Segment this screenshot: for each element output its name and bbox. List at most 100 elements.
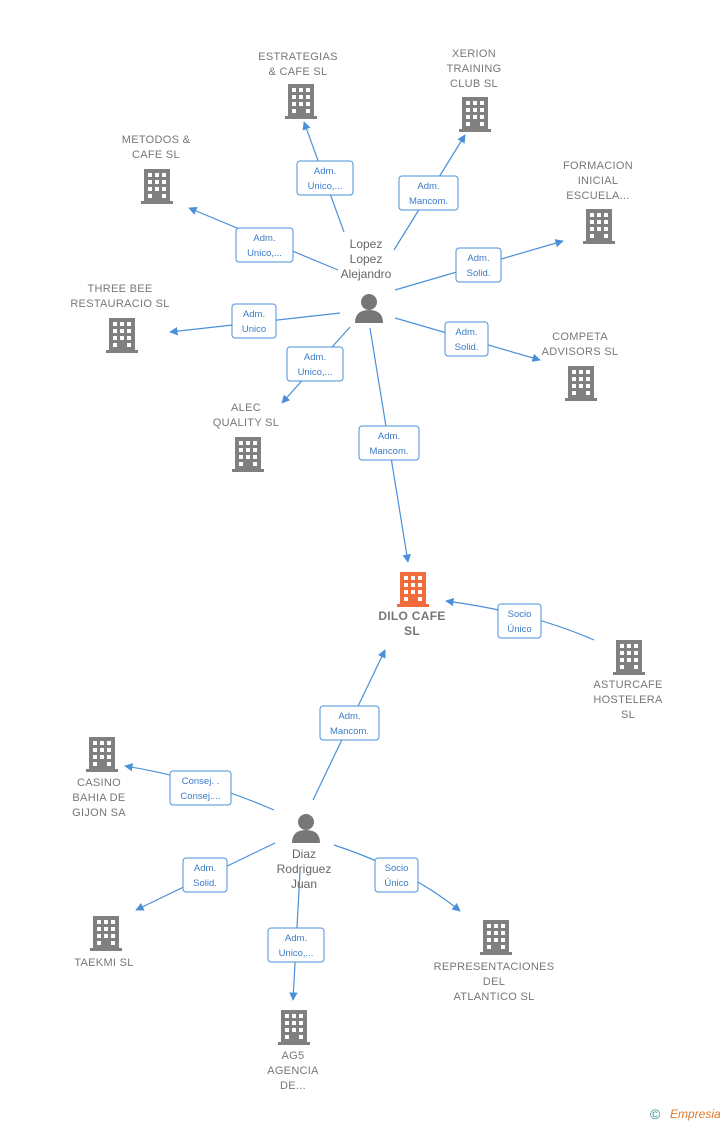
relation-badge-r2[interactable]: Adm. Mancom. <box>398 175 459 211</box>
relation-badge-r8[interactable]: Adm. Mancom. <box>358 425 420 461</box>
company-label-line: ESCUELA... <box>566 190 630 202</box>
relation-badge-r5[interactable]: Adm.Unico <box>231 303 277 339</box>
company-label-line: & CAFE SL <box>269 66 328 78</box>
relation-label-line: Adm. <box>194 863 216 874</box>
building-icon <box>565 366 597 401</box>
relation-badge-box <box>374 857 419 893</box>
company-label-line: ADVISORS SL <box>542 346 619 358</box>
relation-badge-box <box>497 603 542 639</box>
person-icon <box>292 814 320 843</box>
relation-badge-r7[interactable]: Adm.Unico,... <box>286 346 344 382</box>
company-label-line: ESTRATEGIAS <box>258 51 338 63</box>
relations-layer: Adm.Unico,...Adm.Mancom.Adm.Unico,...Adm… <box>169 160 542 963</box>
person-icon <box>355 294 383 323</box>
company-label-line: CASINO <box>77 777 121 789</box>
relation-badge-r3[interactable]: Adm.Unico,... <box>235 227 294 263</box>
building-icon <box>232 437 264 472</box>
relation-label-line: Adm. <box>455 327 477 338</box>
relation-label-line: Unico,... <box>279 948 314 959</box>
company-node-c10[interactable]: TAEKMI SL <box>74 916 133 969</box>
company-label-line: TRAINING <box>447 63 502 75</box>
relation-label: Adm. Mancom. <box>409 181 448 207</box>
relation-label-line: Socio <box>508 609 532 620</box>
company-label-line: ASTURCAFE <box>593 679 662 691</box>
relation-label-line: Mancom. <box>409 196 448 207</box>
company-label-line: GIJON SA <box>72 807 126 819</box>
company-label: METODOS &CAFE SL <box>122 134 191 161</box>
relation-label: Adm.Solid. <box>455 327 479 353</box>
company-label-line: DE... <box>280 1080 306 1092</box>
relation-badge-box <box>296 160 354 196</box>
relation-badge-box <box>267 927 325 963</box>
relation-badge-box <box>398 175 459 211</box>
relation-badge-r11[interactable]: Consej. .Consej.... <box>169 770 232 806</box>
copyright-icon: © <box>650 1106 661 1122</box>
relation-badge-r14[interactable]: Adm.Unico,... <box>267 927 325 963</box>
relation-label-line: Adm. <box>378 431 400 442</box>
company-label-line: DEL <box>483 976 505 988</box>
relation-badge-r4[interactable]: Adm. Solid. <box>455 247 502 283</box>
relation-badge-r1[interactable]: Adm.Unico,... <box>296 160 354 196</box>
person-label-line: Lopez <box>350 252 383 266</box>
brand-logo[interactable]: Empresia <box>670 1107 721 1121</box>
relation-badge-r6[interactable]: Adm.Solid. <box>444 321 489 357</box>
person-label-line: Juan <box>291 877 317 891</box>
relation-label-line: Solid. <box>467 268 491 279</box>
relation-label-line: Adm. <box>417 181 439 192</box>
relation-label: Adm.Unico,... <box>247 233 282 259</box>
relation-badge-r10[interactable]: Adm.Mancom. <box>319 705 380 741</box>
company-node-c3[interactable]: METODOS &CAFE SL <box>122 134 191 204</box>
building-icon <box>397 572 429 607</box>
relation-badge-box <box>286 346 344 382</box>
company-label-line: ALEC <box>231 402 261 414</box>
focus-company-label-line: DILO CAFE <box>378 609 445 623</box>
relation-badge-box <box>182 857 228 893</box>
company-label-line: XERION <box>452 48 496 60</box>
relation-label-line: Único <box>507 624 531 635</box>
relation-label-line: Adm. <box>338 711 360 722</box>
relation-badge-r12[interactable]: Adm.Solid. <box>182 857 228 893</box>
company-node-c1[interactable]: ESTRATEGIAS & CAFE SL <box>258 51 338 119</box>
relation-label-line: Unico,... <box>247 248 282 259</box>
relation-label: Adm.Unico,... <box>279 933 314 959</box>
relation-label: Adm.Mancom. <box>330 711 369 737</box>
relation-badge-box <box>319 705 380 741</box>
relation-label-line: Adm. <box>467 253 489 264</box>
relation-label: Adm.Unico <box>242 309 266 335</box>
relation-label-line: Mancom. <box>369 446 408 457</box>
company-label-line: AG5 <box>282 1050 305 1062</box>
building-icon <box>459 97 491 132</box>
relation-label-line: Único <box>384 878 408 889</box>
relation-label: Adm.Unico,... <box>308 166 343 192</box>
building-icon <box>480 920 512 955</box>
company-label-line: AGENCIA <box>267 1065 319 1077</box>
building-icon <box>278 1010 310 1045</box>
building-icon <box>106 318 138 353</box>
company-label-line: METODOS & <box>122 134 191 146</box>
